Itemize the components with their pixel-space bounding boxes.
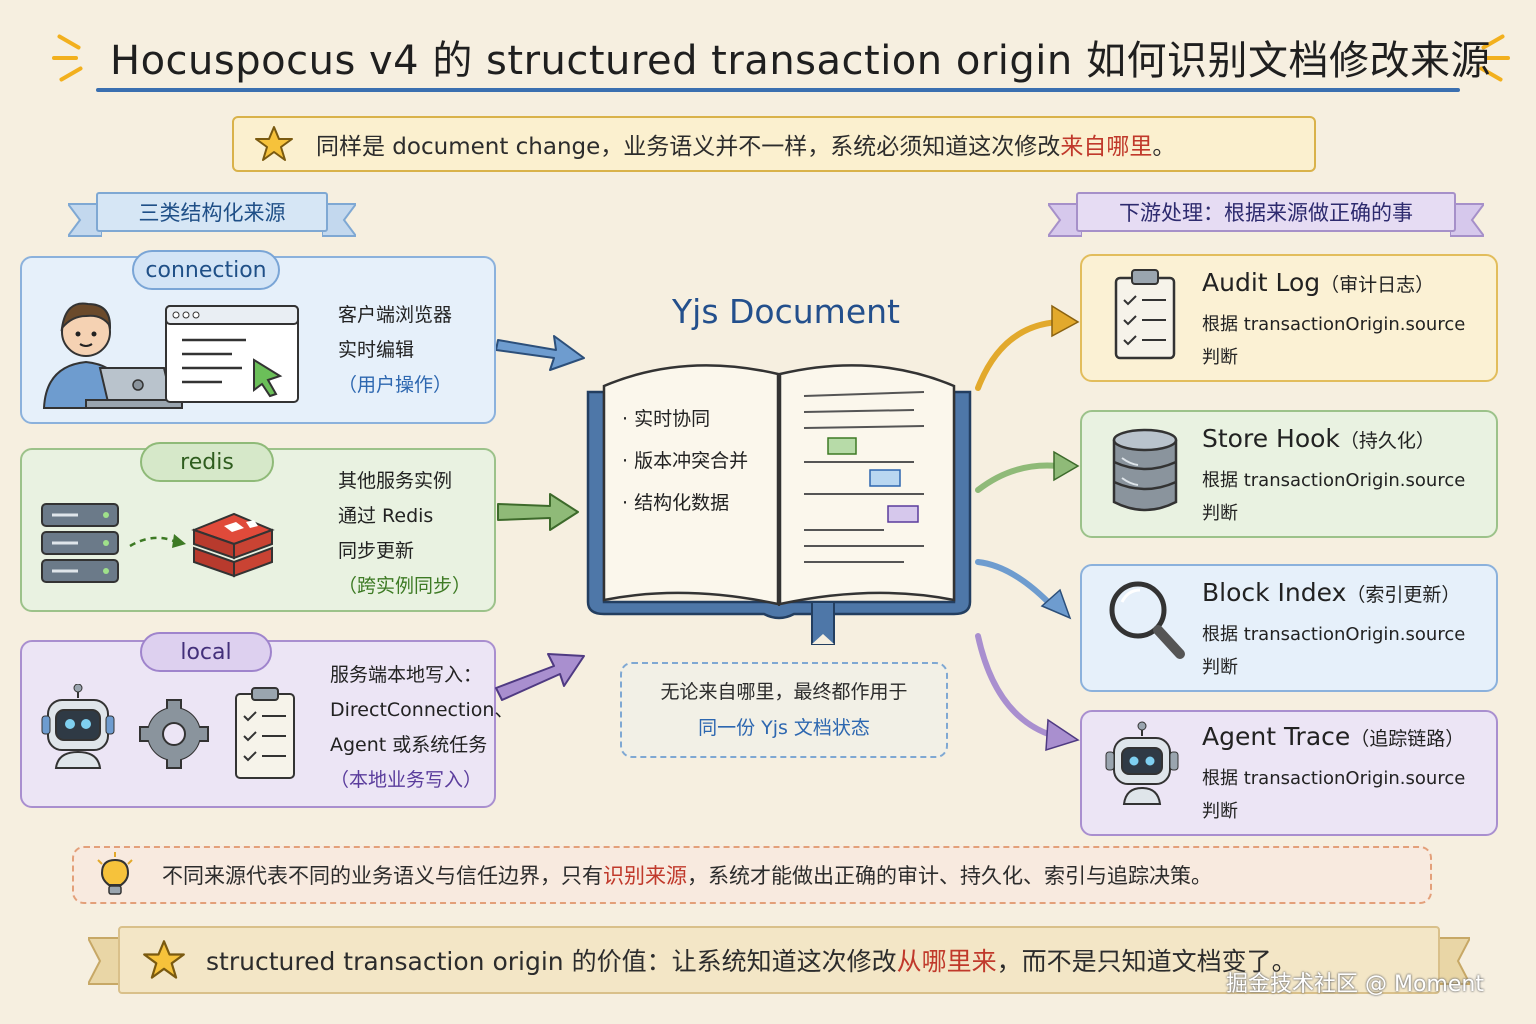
arrow-curve-icon <box>975 304 1080 391</box>
insight-text: 不同来源代表不同的业务语义与信任边界，只有 <box>162 864 603 888</box>
dest-agent-trace-title: Agent Trace（追踪链路） <box>1202 722 1464 751</box>
sources-ribbon: 三类结构化来源 <box>96 192 328 232</box>
dest-title-main: Block Index <box>1202 578 1347 607</box>
dest-block-index-title: Block Index（索引更新） <box>1202 578 1460 607</box>
dest-title-sub: （追踪链路） <box>1350 728 1465 750</box>
arrow-curve-icon <box>975 559 1072 620</box>
insight-highlight: 识别来源 <box>603 864 687 888</box>
dest-audit-log-title: Audit Log（审计日志） <box>1202 268 1434 297</box>
dest-title-main: Agent Trace <box>1202 722 1351 751</box>
dest-desc-line1: 根据 transactionOrigin.source <box>1202 470 1466 491</box>
book-item: · 实时协同 <box>622 408 711 430</box>
yjs-document-title: Yjs Document <box>672 292 900 331</box>
clipboard-checklist-icon <box>1114 269 1176 360</box>
arrow-curve-icon <box>975 633 1080 752</box>
star-icon <box>143 940 185 979</box>
source-local-tag: local <box>140 632 272 672</box>
source-connection-line1: 客户端浏览器 <box>338 304 453 326</box>
server-to-redis-icon <box>41 503 275 583</box>
magnifier-icon <box>1109 581 1185 659</box>
dest-desc-line1: 根据 transactionOrigin.source <box>1202 768 1466 789</box>
source-local-note: （本地业务写入） <box>330 769 483 791</box>
watermark: 掘金技术社区 @ Moment <box>1226 972 1484 997</box>
dest-desc-line1: 根据 transactionOrigin.source <box>1202 624 1466 645</box>
sparkle-icon <box>56 33 82 51</box>
book-item: · 版本冲突合并 <box>622 450 749 472</box>
value-highlight: 从哪里来 <box>896 947 997 976</box>
source-redis-note: （跨实例同步） <box>338 575 472 597</box>
star-icon <box>255 126 293 161</box>
dest-agent-trace-desc: 根据 transactionOrigin.source 判断 <box>1202 762 1465 828</box>
source-local-desc: 服务端本地写入： DirectConnection、 Agent 或系统任务 （… <box>330 658 513 798</box>
value-banner: structured transaction origin 的价值：让系统知道这… <box>118 926 1440 994</box>
source-connection-desc: 客户端浏览器 实时编辑 （用户操作） <box>338 298 452 403</box>
center-note: 无论来自哪里，最终都作用于 同一份 Yjs 文档状态 <box>620 662 948 758</box>
source-connection-line2: 实时编辑 <box>338 339 415 361</box>
insight-note: 不同来源代表不同的业务语义与信任边界，只有识别来源，系统才能做出正确的审计、持久… <box>72 846 1432 904</box>
source-local-line1: 服务端本地写入： <box>330 664 483 686</box>
source-redis-line1: 其他服务实例 <box>338 470 453 492</box>
ribbon-tail-right <box>1450 203 1484 237</box>
source-connection-note: （用户操作） <box>338 374 453 396</box>
page-title: Hocuspocus v4 的 structured transaction o… <box>110 38 1491 84</box>
robot-icon <box>1105 721 1179 805</box>
dest-block-index-desc: 根据 transactionOrigin.source 判断 <box>1202 618 1465 684</box>
book-item: · 结构化数据 <box>622 492 730 514</box>
arrow-right-icon <box>495 653 585 701</box>
lightbulb-icon <box>97 852 133 895</box>
dest-desc-line2: 判断 <box>1202 657 1238 678</box>
dest-desc-line1: 根据 transactionOrigin.source <box>1202 314 1466 335</box>
center-note-line1: 无论来自哪里，最终都作用于 <box>660 681 908 703</box>
sparkle-icon <box>1484 56 1510 60</box>
dest-store-hook-title: Store Hook（持久化） <box>1202 424 1435 453</box>
dest-title-sub: （索引更新） <box>1346 584 1461 606</box>
robot-gear-checklist-icon <box>41 684 295 779</box>
sparkle-icon <box>58 65 84 83</box>
source-redis-tag: redis <box>140 442 274 482</box>
dest-desc-line2: 判断 <box>1202 503 1238 524</box>
dest-title-sub: （持久化） <box>1339 430 1435 452</box>
dest-title-sub: （审计日志） <box>1320 274 1435 296</box>
source-redis-line2: 通过 Redis <box>338 505 434 527</box>
source-redis-desc: 其他服务实例 通过 Redis 同步更新 （跨实例同步） <box>338 464 471 604</box>
insight-end: ，系统才能做出正确的审计、持久化、索引与追踪决策。 <box>687 864 1212 888</box>
subtitle-text: 同样是 document change，业务语义并不一样，系统必须知道这次修改 <box>316 134 1061 160</box>
source-local-line2: DirectConnection、 <box>330 699 514 721</box>
source-connection-tag: connection <box>132 250 280 290</box>
banner-tail-right <box>1434 937 1470 985</box>
arrow-right-icon <box>496 335 585 371</box>
dest-title-main: Store Hook <box>1202 424 1340 453</box>
value-text: structured transaction origin 的价值：让系统知道这… <box>206 947 897 976</box>
ribbon-tail-right <box>322 203 356 237</box>
center-note-line2: 同一份 Yjs 文档状态 <box>698 717 870 739</box>
subtitle-highlight: 来自哪里 <box>1060 134 1153 160</box>
subtitle-end: 。 <box>1152 134 1176 160</box>
arrow-right-icon <box>497 493 579 531</box>
open-book-icon <box>586 364 972 645</box>
sparkle-icon <box>52 56 78 60</box>
user-laptop-icon <box>42 302 299 409</box>
subtitle-bar: 同样是 document change，业务语义并不一样，系统必须知道这次修改来… <box>232 116 1316 172</box>
downstream-ribbon: 下游处理：根据来源做正确的事 <box>1076 192 1456 232</box>
dest-desc-line2: 判断 <box>1202 801 1238 822</box>
title-underline <box>96 88 1460 92</box>
database-icon <box>1112 428 1178 512</box>
dest-store-hook-desc: 根据 transactionOrigin.source 判断 <box>1202 464 1465 530</box>
source-local-line3: Agent 或系统任务 <box>330 734 488 756</box>
dest-title-main: Audit Log <box>1202 268 1321 297</box>
dest-desc-line2: 判断 <box>1202 347 1238 368</box>
source-redis-line3: 同步更新 <box>338 540 415 562</box>
dest-audit-log-desc: 根据 transactionOrigin.source 判断 <box>1202 308 1465 374</box>
arrow-curve-icon <box>975 450 1080 493</box>
value-end: ，而不是只知道文档变了。 <box>996 947 1297 976</box>
